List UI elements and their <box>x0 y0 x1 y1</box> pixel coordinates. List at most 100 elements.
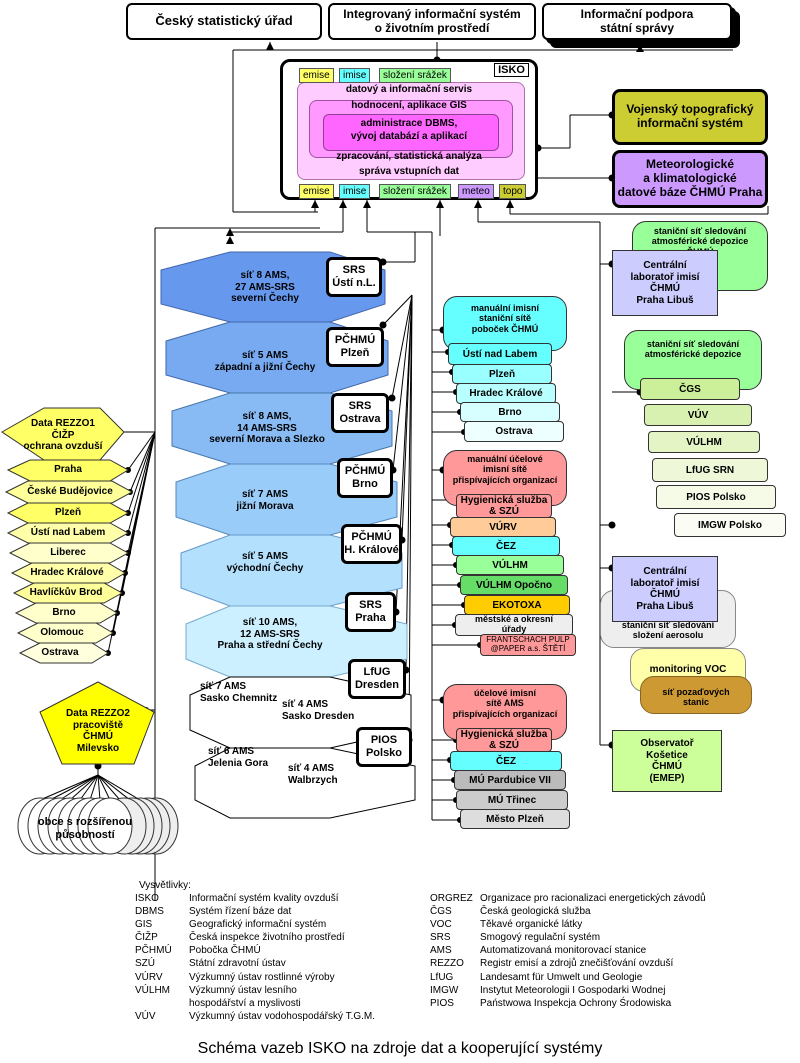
legend-abbr: VOC <box>430 919 452 931</box>
poland-box: PIOS Polsko <box>356 727 412 767</box>
rezzo1-item-liberec: Liberec <box>50 547 86 558</box>
legend-abbr: VÚRV <box>135 971 163 983</box>
poland-left-label: síť 6 AMS Jelenia Gora <box>208 746 269 769</box>
depozice-item-vulhm: VÚLHM <box>648 431 760 453</box>
central-lab-2: Centrální laboratoř imisí ČHMÚ Praha Lib… <box>612 556 718 622</box>
pozadi-box: síť pozaďových stanic <box>640 676 752 714</box>
legend-abbr: ISKO <box>135 893 159 904</box>
manual-ucel-title: manuální účelové imisní sítě přispívajíc… <box>452 454 558 485</box>
region-2-label: síť 5 AMS západní a jižní Čechy <box>214 350 316 373</box>
central-lab-1: Centrální laboratoř imisí ČHMÚ Praha Lib… <box>612 250 718 316</box>
rezzo1-item-olomouc: Olomouc <box>40 627 84 638</box>
region-4-box: PČHMÚ Brno <box>337 458 393 498</box>
poland-box-label: PIOS Polsko <box>365 734 403 759</box>
region-5-box-label: PČHMÚ H. Králové <box>344 531 399 556</box>
isko-layer-5: správa vstupních dat <box>358 166 460 177</box>
rezzo1-item-cb: České Budějovice <box>27 486 113 497</box>
central-lab-1-label: Centrální laboratoř imisí ČHMÚ Praha Lib… <box>630 260 700 306</box>
pozadi-label: síť pozaďových stanic <box>662 686 730 707</box>
ams-ucel-pardubice: MÚ Pardubice VII <box>454 770 566 790</box>
manual-poboc-box: manuální imisní staniční sítě poboček ČH… <box>443 296 567 351</box>
ams-ucel-plzen: Město Plzeň <box>460 809 570 829</box>
observatory-label: Observatoř Košetice ČHMÚ (EMEP) <box>640 738 694 784</box>
depozice-item-cgs: ČGS <box>640 378 740 400</box>
meteo-box: Meteorologické a klimatologické datové b… <box>612 150 768 208</box>
isko-tag-imise: imise <box>339 184 371 199</box>
rezzo1-item-usti: Ústí nad Labem <box>30 527 106 538</box>
legend-abbr: ČGS <box>430 906 452 918</box>
ams-ucel-hygiena: Hygienická služba & SZÚ <box>456 728 552 752</box>
legend-abbr: VÚV <box>135 1010 156 1022</box>
legend-desc: Těkavé organické látky <box>480 919 583 931</box>
legend-desc: Česká geologická služba <box>480 906 591 918</box>
depozice-other-label: staniční síť sledování atmosférické depo… <box>644 339 742 360</box>
isko-tag-imise-top: imise <box>339 68 371 83</box>
depozice-item-pios: PIOS Polsko <box>656 485 776 509</box>
legend-abbr: SRS <box>430 932 451 944</box>
region-3-label: síť 8 AMS, 14 AMS-SRS severní Morava a S… <box>209 411 325 445</box>
region-1-label: síť 8 AMS, 27 AMS-SRS severní Čechy <box>231 270 299 304</box>
legend-left: ISKO Informační systém kvality ovzduší DB… <box>135 892 375 1023</box>
legend-desc: Smogový regulační systém <box>480 932 601 944</box>
legend-row: SRS Smogový regulační systém <box>430 931 706 944</box>
isko-tag-srazky-top: složení srážek <box>379 68 451 83</box>
isko-title: ISKO <box>494 63 529 77</box>
region-5-box: PČHMÚ H. Králové <box>341 524 402 564</box>
depozice-item-lfug: LfUG SRN <box>652 458 768 482</box>
legend-abbr: AMS <box>430 945 452 957</box>
legend-desc: Instytut Meteorologii I Gospodarki Wodne… <box>480 984 666 996</box>
rezzo2-shapes <box>17 681 179 855</box>
region-3-box-label: SRS Ostrava <box>339 400 381 425</box>
iszp-label: Integrovaný informační systém o životním… <box>343 6 521 35</box>
isko-layer-4: zpracování, statistická analýza <box>336 151 482 162</box>
legend-desc: Státní zdravotní ústav <box>189 958 286 970</box>
region-5-label: síť 5 AMS východní Čechy <box>226 551 304 574</box>
rezzo1-item-brno: Brno <box>52 607 76 618</box>
rezzo1-item-hb: Havlíčkův Brod <box>29 587 103 598</box>
rezzo2-title: Data REZZO2 pracoviště ČHMÚ Milevsko <box>66 708 130 754</box>
legend-row: PČHMÚ Pobočka ČHMÚ <box>135 944 375 957</box>
isko-tag-emise-top: emise <box>299 68 334 83</box>
saxony-left-label: síť 7 AMS Sasko Chemnitz <box>200 681 278 704</box>
legend-desc: Pobočka ČHMÚ <box>189 945 261 957</box>
legend-desc: Organizace pro racionalizaci energetický… <box>480 893 706 904</box>
region-1-box: SRS Ústí n.L. <box>326 257 382 297</box>
legend-desc: Informační systém kvality ovzduší <box>189 893 339 904</box>
legend-abbr: PČHMÚ <box>135 945 172 957</box>
depozice-item-vuv: VÚV <box>644 404 752 426</box>
rezzo1-item-praha: Praha <box>54 464 82 475</box>
manual-ucel-frantschach: FRANTSCHACH PULP @PAPER a.s. ŠTĚTÍ <box>480 634 576 656</box>
csu-box: Český statistický úřad <box>126 3 322 40</box>
legend-row: ISKO Informační systém kvality ovzduší <box>135 892 375 905</box>
region-2-box-label: PČHMÚ Plzeň <box>334 334 376 359</box>
isko-tag-srazky: složení srážek <box>379 184 451 199</box>
depozice-item-imgw: IMGW Polsko <box>674 513 786 537</box>
ipss-box: Informační podpora státní správy <box>542 3 732 40</box>
legend-desc: Výzkumný ústav lesního hospodářství a my… <box>189 984 301 1009</box>
voc-label: monitoring VOC <box>649 664 727 676</box>
legend-abbr: DBMS <box>135 906 164 918</box>
manual-ucel-opocno: VÚLHM Opočno <box>460 575 568 595</box>
legend-abbr: REZZO <box>430 958 464 970</box>
vtis-label: Vojenský topografický informační systém <box>626 102 754 130</box>
legend-row: ČGS Česká geologická služba <box>430 905 706 918</box>
isko-tag-emise: emise <box>299 184 334 199</box>
manual-ucel-vulhm: VÚLHM <box>456 555 564 575</box>
saxony-box: LfUG Dresden <box>348 659 406 699</box>
legend-desc: Automatizovaná monitorovací stanice <box>480 945 647 957</box>
manual-poboc-title: manuální imisní staniční sítě poboček ČH… <box>470 303 539 334</box>
region-6-box: SRS Praha <box>345 592 396 632</box>
obce-label: obce s rozšířenou působností <box>37 816 133 841</box>
meteo-label: Meteorologické a klimatologické datové b… <box>617 157 763 199</box>
legend-abbr: PIOS <box>430 997 454 1009</box>
rezzo1-item-hk: Hradec Králové <box>30 567 104 578</box>
region-4-label: síť 7 AMS jižní Morava <box>236 489 294 512</box>
